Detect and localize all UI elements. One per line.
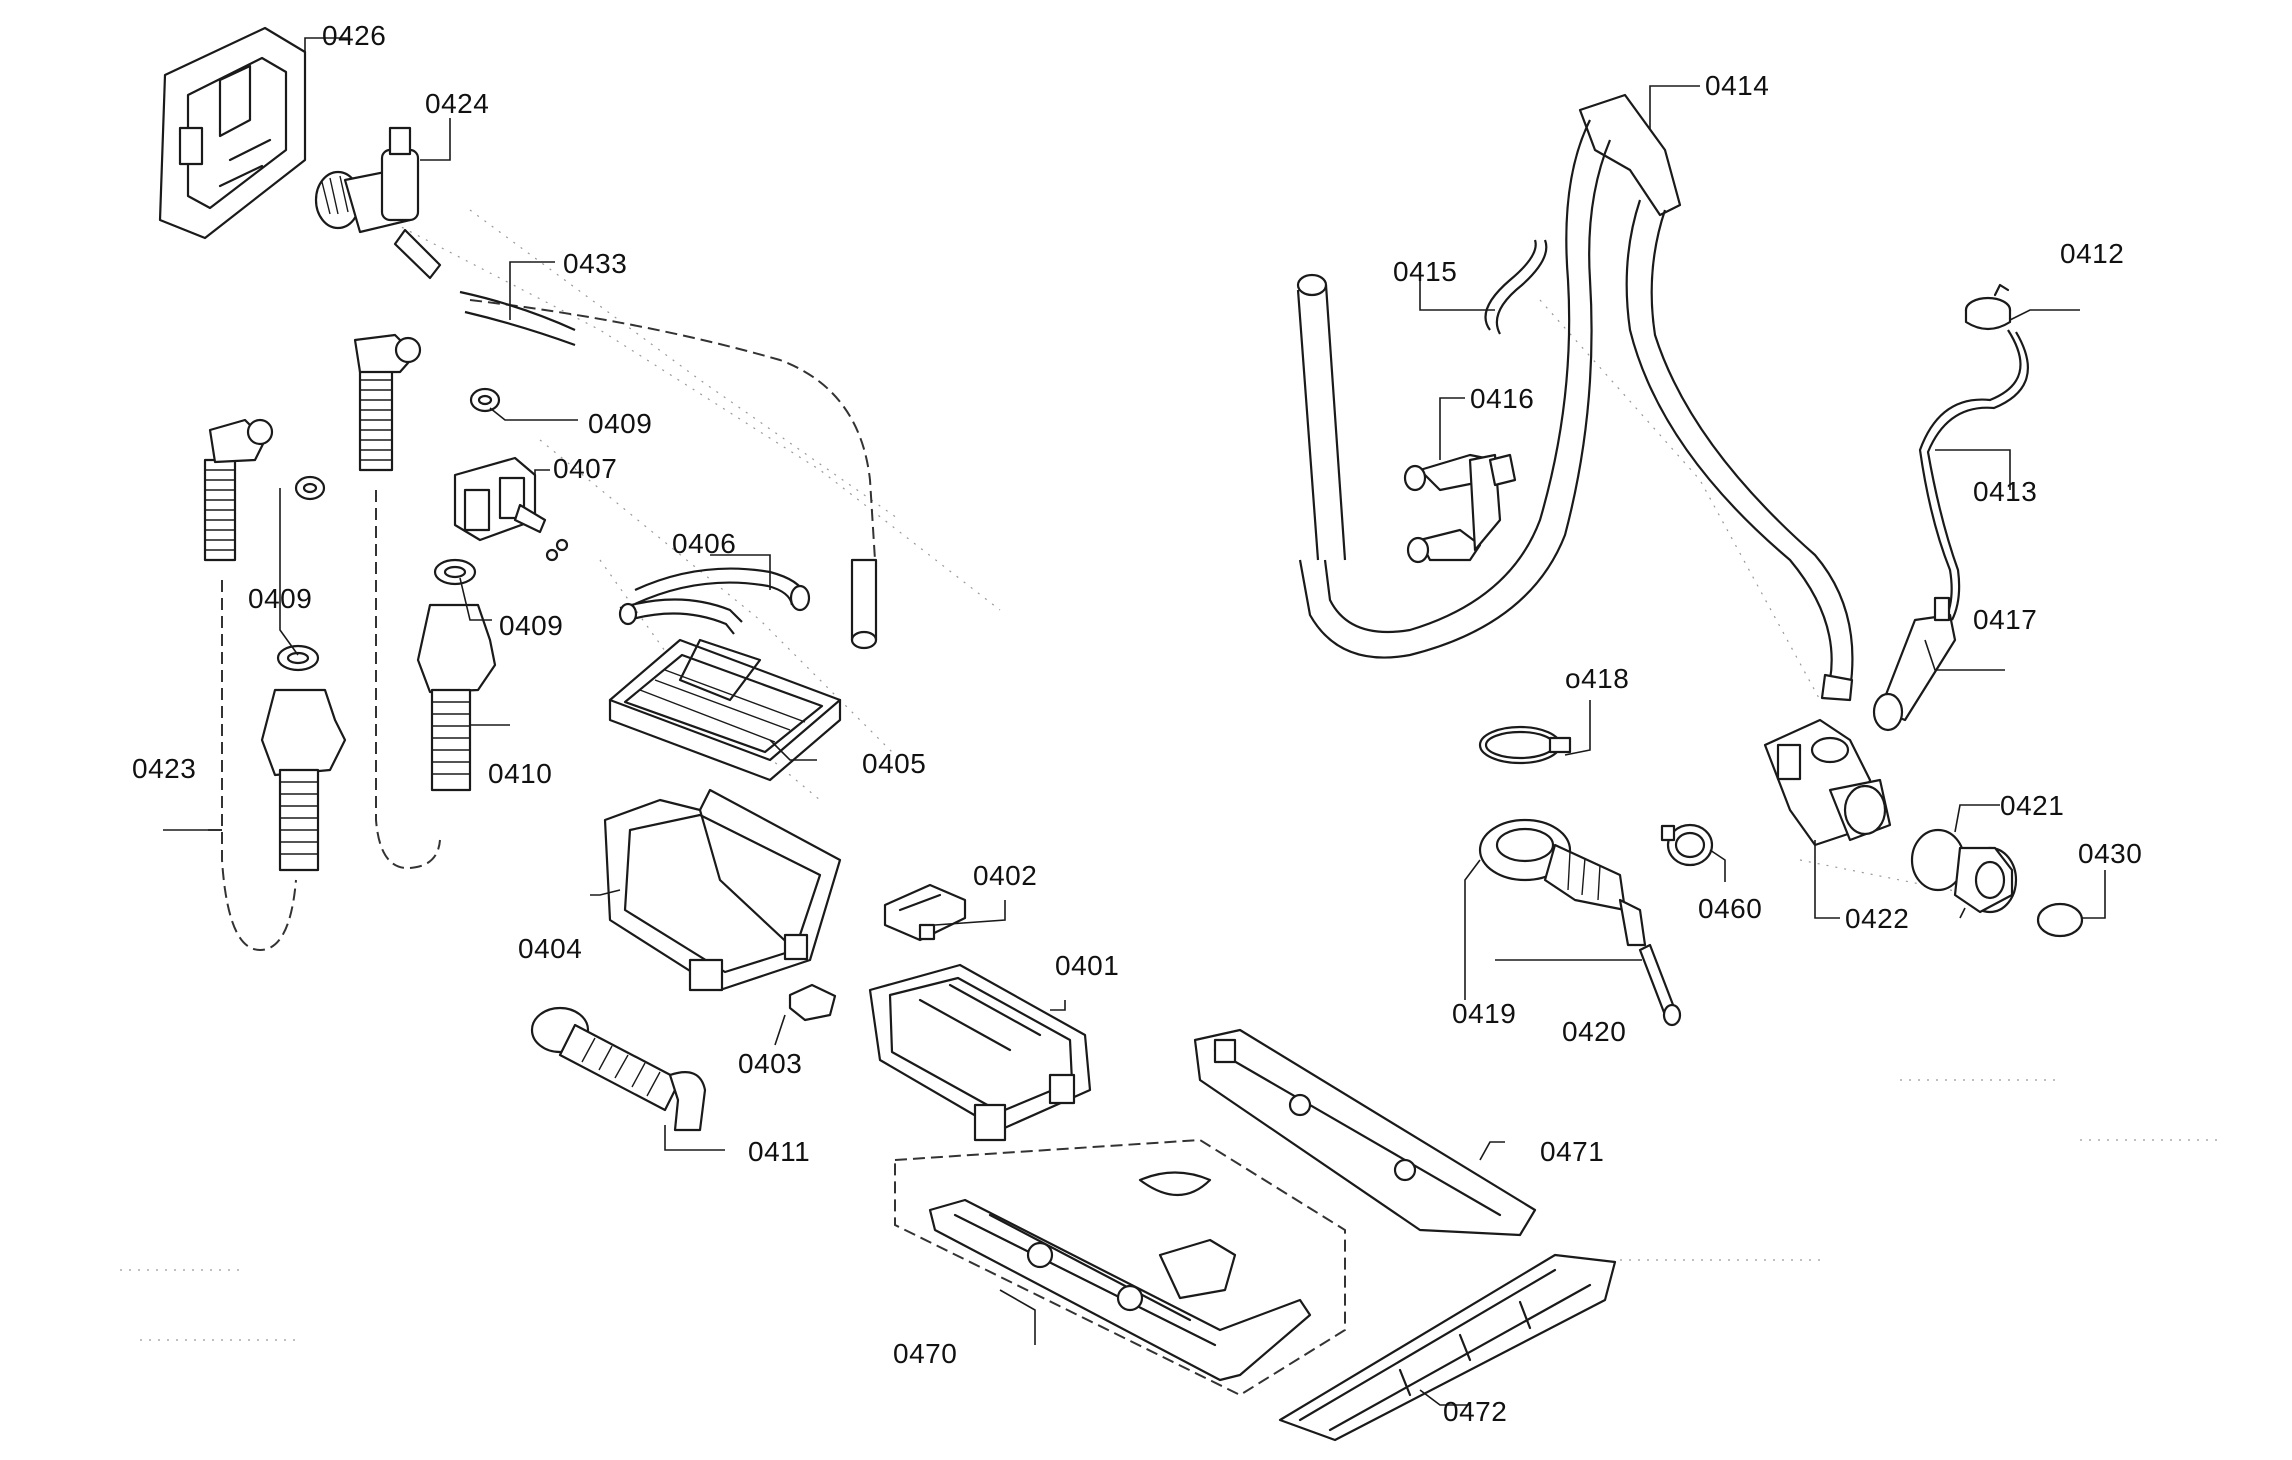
callout-0472: 0472 (1443, 1396, 1508, 1427)
callout-0409-a: 0409 (588, 408, 653, 439)
part-0410-connector (416, 603, 497, 792)
callout-0470: 0470 (893, 1338, 958, 1369)
callout-0406: 0406 (672, 528, 737, 559)
callout-0409-c: 0409 (499, 610, 564, 641)
part-0414-hose (1296, 93, 1854, 702)
callout-0424: 0424 (425, 88, 490, 119)
callout-0413: 0413 (1973, 476, 2038, 507)
part-0418-clamp (1478, 725, 1572, 765)
part-0424-inlet-valve (314, 126, 442, 280)
callout-0418: ο418 (1565, 663, 1630, 694)
part-0412-sensor (1964, 283, 2012, 331)
callout-0401: 0401 (1055, 950, 1120, 981)
callout-0403: 0403 (738, 1048, 803, 1079)
callout-0419: 0419 (1452, 998, 1517, 1029)
callout-0416: 0416 (1470, 383, 1535, 414)
callout-0420: 0420 (1562, 1016, 1627, 1047)
part-0426-frame (158, 26, 307, 240)
part-0407-valve (453, 456, 569, 562)
part-0403-clip (788, 983, 837, 1022)
callout-0404: 0404 (518, 933, 583, 964)
part-0423-connector (260, 688, 347, 872)
part-0415-hose (1484, 239, 1537, 331)
callout-0407: 0407 (553, 453, 618, 484)
part-0470-frame-outline (894, 1138, 1346, 1397)
callout-0410: 0410 (488, 758, 553, 789)
part-0410-hose (353, 333, 441, 870)
callout-0411: 0411 (748, 1136, 811, 1167)
callout-0405: 0405 (862, 748, 927, 779)
part-0471-rail (1193, 1028, 1537, 1237)
callout-0460: 0460 (1698, 893, 1763, 924)
callout-0423: 0423 (132, 753, 197, 784)
part-0405-tray (608, 638, 842, 782)
callout-0409-b: 0409 (248, 583, 313, 614)
part-0404-drawer (603, 788, 842, 992)
callout-0402: 0402 (973, 860, 1038, 891)
callout-0433: 0433 (563, 248, 628, 279)
callout-0421: 0421 (2000, 790, 2065, 821)
part-0422-pump (1763, 718, 1892, 847)
part-0433-hose (459, 290, 576, 347)
part-0460-clamp (1660, 823, 1714, 867)
part-0401-housing (868, 963, 1092, 1142)
callout-0415: 0415 (1393, 256, 1458, 287)
callout-0426: 0426 (322, 20, 387, 51)
part-0402 (883, 883, 967, 942)
callout-0430: 0430 (2078, 838, 2143, 869)
part-0430-ring (2036, 902, 2084, 938)
leader-lines (163, 37, 2106, 1406)
part-0433-hose-end (850, 558, 878, 642)
part-0417-tube (1872, 596, 1957, 732)
callout-0412: 0412 (2060, 238, 2125, 269)
part-0421-filter (1910, 828, 2018, 914)
part-0419-sump (1478, 818, 1647, 947)
part-0416-y-piece (1403, 453, 1517, 564)
callout-0417: 0417 (1973, 604, 2038, 635)
part-0413-wire (1918, 329, 2022, 621)
part-0411-bellows (530, 1006, 707, 1132)
callout-0471: 0471 (1540, 1136, 1605, 1167)
part-0472-rail (1278, 1253, 1617, 1442)
callout-0422: 0422 (1845, 903, 1910, 934)
callout-0414: 0414 (1705, 70, 1770, 101)
part-0406-hoses (618, 567, 811, 635)
part-0470-base (928, 1171, 1312, 1382)
part-0423-hose (203, 418, 297, 952)
